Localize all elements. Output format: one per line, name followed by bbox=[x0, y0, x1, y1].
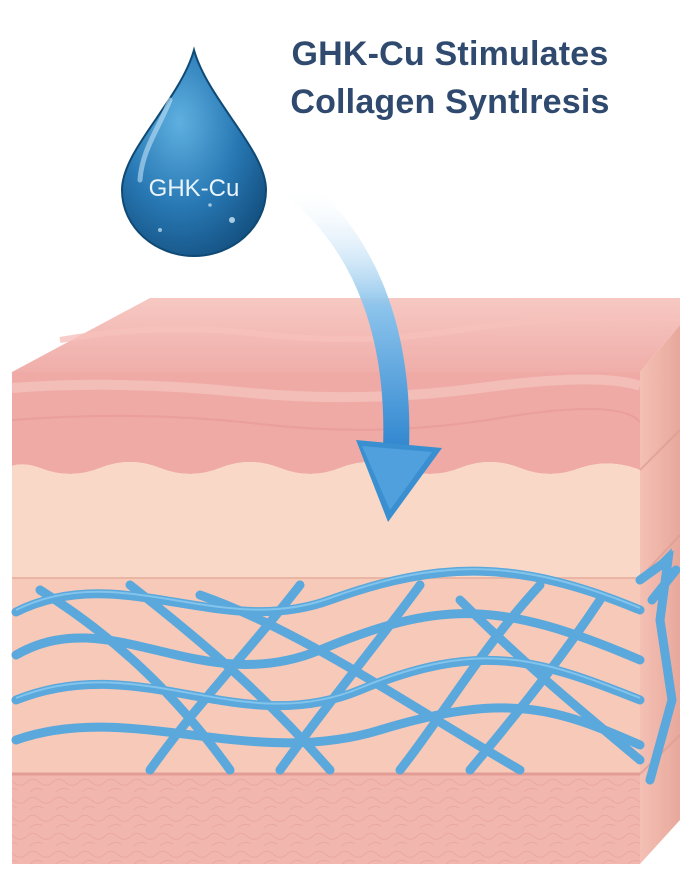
diagram-title: GHK-Cu Stimulates Collagen Syntlresis bbox=[240, 30, 660, 126]
water-droplet-icon bbox=[120, 46, 268, 258]
skin-top-ripple bbox=[59, 314, 680, 343]
dermis-layer bbox=[12, 462, 640, 578]
title-line-1: GHK-Cu Stimulates bbox=[291, 35, 609, 73]
ghk-cu-droplet: GHK-Cu bbox=[120, 46, 268, 258]
title-line-2: Collagen Syntlresis bbox=[290, 83, 610, 121]
droplet-label: GHK-Cu bbox=[149, 175, 240, 202]
epidermis-layer bbox=[12, 372, 640, 474]
penetration-arrow bbox=[287, 177, 442, 522]
skin-top-surface bbox=[12, 298, 680, 372]
